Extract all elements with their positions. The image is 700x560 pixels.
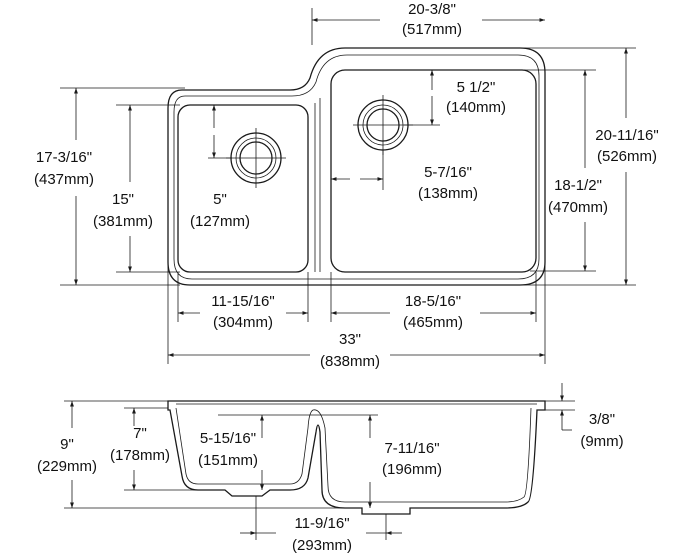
dim-large-bowl-depth: 18-1/2" (470mm): [548, 70, 608, 271]
dim-small-side-depth-metric: (437mm): [34, 171, 94, 188]
dim-section-small-bowl-depth: 5-15/16" (151mm): [198, 415, 264, 490]
dim-small-bowl-height: 7" (178mm): [110, 408, 170, 490]
dim-small-drain-offset: 5" (127mm): [190, 105, 250, 230]
dim-large-bowl-inner-width: 18-5/16" (465mm): [331, 293, 536, 331]
dim-rim-thickness-metric: (9mm): [580, 433, 623, 450]
dim-small-bowl-width-metric: (304mm): [213, 314, 273, 331]
dim-large-bowl-depth-imperial: 18-1/2": [554, 177, 602, 194]
dim-small-bowl-height-imperial: 7": [133, 425, 147, 442]
dim-large-bowl-depth-metric: (470mm): [548, 199, 608, 216]
dim-section-large-bowl-depth-imperial: 7-11/16": [384, 440, 439, 457]
dim-large-drain-offset-x-metric: (138mm): [418, 185, 478, 202]
dim-large-drain-offset-y: 5 1/2" (140mm): [404, 70, 506, 126]
dim-small-bowl-width-imperial: 11-15/16": [211, 293, 274, 310]
dim-large-bowl-inner-width-metric: (465mm): [403, 314, 463, 331]
dim-large-drain-offset-y-imperial: 5 1/2": [457, 79, 496, 96]
dim-small-side-depth: 17-3/16" (437mm): [34, 88, 94, 285]
dim-large-drain-offset-y-metric: (140mm): [446, 99, 506, 116]
small-bowl-top: [177, 104, 309, 273]
dim-section-small-bowl-depth-imperial: 5-15/16": [200, 430, 256, 447]
dim-rim-thickness-imperial: 3/8": [589, 411, 615, 428]
dim-overall-width-metric: (838mm): [320, 353, 380, 370]
small-drain: [226, 128, 286, 188]
dim-large-drain-offset-x-imperial: 5-7/16": [424, 164, 472, 181]
dim-small-bowl-depth-metric: (381mm): [93, 213, 153, 230]
dim-overall-depth: 20-11/16" (526mm): [595, 48, 659, 285]
dim-overall-height: 9" (229mm): [37, 401, 97, 508]
dim-large-bowl-width-metric: (517mm): [402, 21, 462, 38]
dim-small-drain-offset-metric: (127mm): [190, 213, 250, 230]
dim-overall-height-imperial: 9": [60, 436, 74, 453]
sink-outer-rim: [167, 47, 546, 286]
dim-large-bowl-inner-width-imperial: 18-5/16": [405, 293, 461, 310]
section-view: 9" (229mm) 7" (178mm) 5-15/16" (151mm) 7…: [37, 383, 624, 554]
top-view: 20-3/8" (517mm) 20-11/16" (526mm) 18-1/2…: [34, 1, 659, 370]
dim-drain-spacing-metric: (293mm): [292, 537, 352, 554]
dim-small-side-depth-imperial: 17-3/16": [36, 149, 92, 166]
dim-small-bowl-depth-imperial: 15": [112, 191, 134, 208]
sink-section-outer: [167, 400, 546, 515]
sink-inner-rim: [173, 54, 540, 280]
dim-overall-depth-metric: (526mm): [597, 148, 657, 165]
dim-overall-depth-imperial: 20-11/16": [595, 127, 658, 144]
dim-small-bowl-depth: 15" (381mm): [93, 105, 153, 272]
dim-small-drain-offset-imperial: 5": [213, 191, 227, 208]
dim-section-small-bowl-depth-metric: (151mm): [198, 452, 258, 469]
dim-section-large-bowl-depth-metric: (196mm): [382, 461, 442, 478]
dim-overall-height-metric: (229mm): [37, 458, 97, 475]
dim-overall-width-imperial: 33": [339, 331, 361, 348]
dim-large-bowl-width: 20-3/8" (517mm): [311, 1, 545, 45]
dim-rim-thickness: 3/8" (9mm): [560, 383, 624, 450]
dim-small-bowl-height-metric: (178mm): [110, 447, 170, 464]
dim-small-bowl-width: 11-15/16" (304mm): [178, 293, 308, 331]
dim-large-drain-offset-x: 5-7/16" (138mm): [331, 150, 478, 202]
dim-section-large-bowl-depth: 7-11/16" (196mm): [368, 415, 442, 508]
dim-overall-width: 33" (838mm): [168, 331, 545, 370]
dim-drain-spacing: 11-9/16" (293mm): [240, 496, 402, 554]
dim-drain-spacing-imperial: 11-9/16": [294, 515, 349, 532]
dim-large-bowl-width-imperial: 20-3/8": [408, 1, 456, 18]
